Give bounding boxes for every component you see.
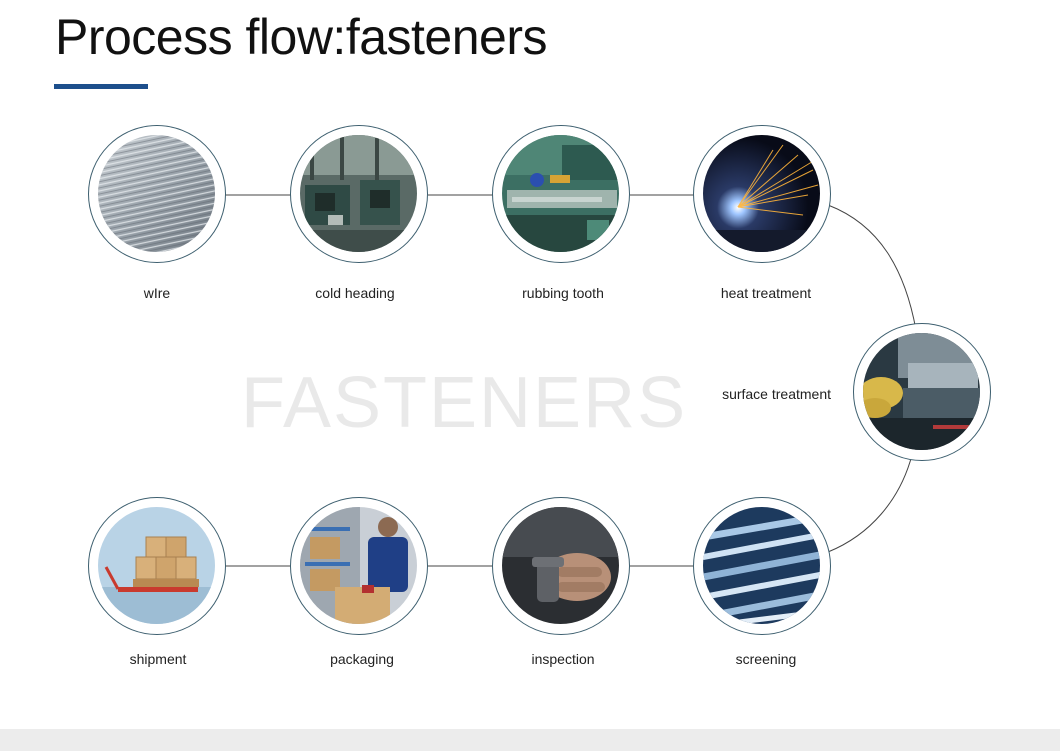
wire-coil-photo (98, 135, 215, 252)
title-accent-bar (54, 84, 148, 89)
step-label-cold-heading: cold heading (315, 285, 395, 301)
pallet-boxes-photo (98, 507, 215, 624)
step-label-heat-treatment: heat treatment (720, 285, 812, 301)
surface-treatment-photo (863, 333, 980, 450)
footer-bar (0, 729, 1060, 751)
step-screening (693, 497, 831, 635)
step-inspection (492, 497, 630, 635)
cold-heading-machines-photo (300, 135, 417, 252)
hand-inspection-photo (502, 507, 619, 624)
step-label-wire: wIre (143, 285, 171, 301)
step-label-inspection: inspection (531, 651, 595, 667)
step-heat-treatment (693, 125, 831, 263)
watermark: FASTENERS (241, 363, 688, 443)
step-label-shipment: shipment (129, 651, 187, 667)
step-label-surface-treatment: surface treatment (722, 386, 831, 402)
page-title: Process flow:fasteners (55, 9, 547, 65)
step-rubbing-tooth (492, 125, 630, 263)
step-surface-treatment (853, 323, 991, 461)
metal-rods-photo (703, 507, 820, 624)
step-packaging (290, 497, 428, 635)
connector-surface-screening (827, 454, 913, 553)
step-label-rubbing-tooth: rubbing tooth (522, 285, 604, 301)
step-cold-heading (290, 125, 428, 263)
worker-packing-photo (300, 507, 417, 624)
step-wire (88, 125, 226, 263)
thread-rolling-machine-photo (502, 135, 619, 252)
step-label-screening: screening (735, 651, 797, 667)
connector-heat-surface (827, 204, 917, 331)
sparks-photo (703, 135, 820, 252)
step-label-packaging: packaging (330, 651, 394, 667)
step-shipment (88, 497, 226, 635)
